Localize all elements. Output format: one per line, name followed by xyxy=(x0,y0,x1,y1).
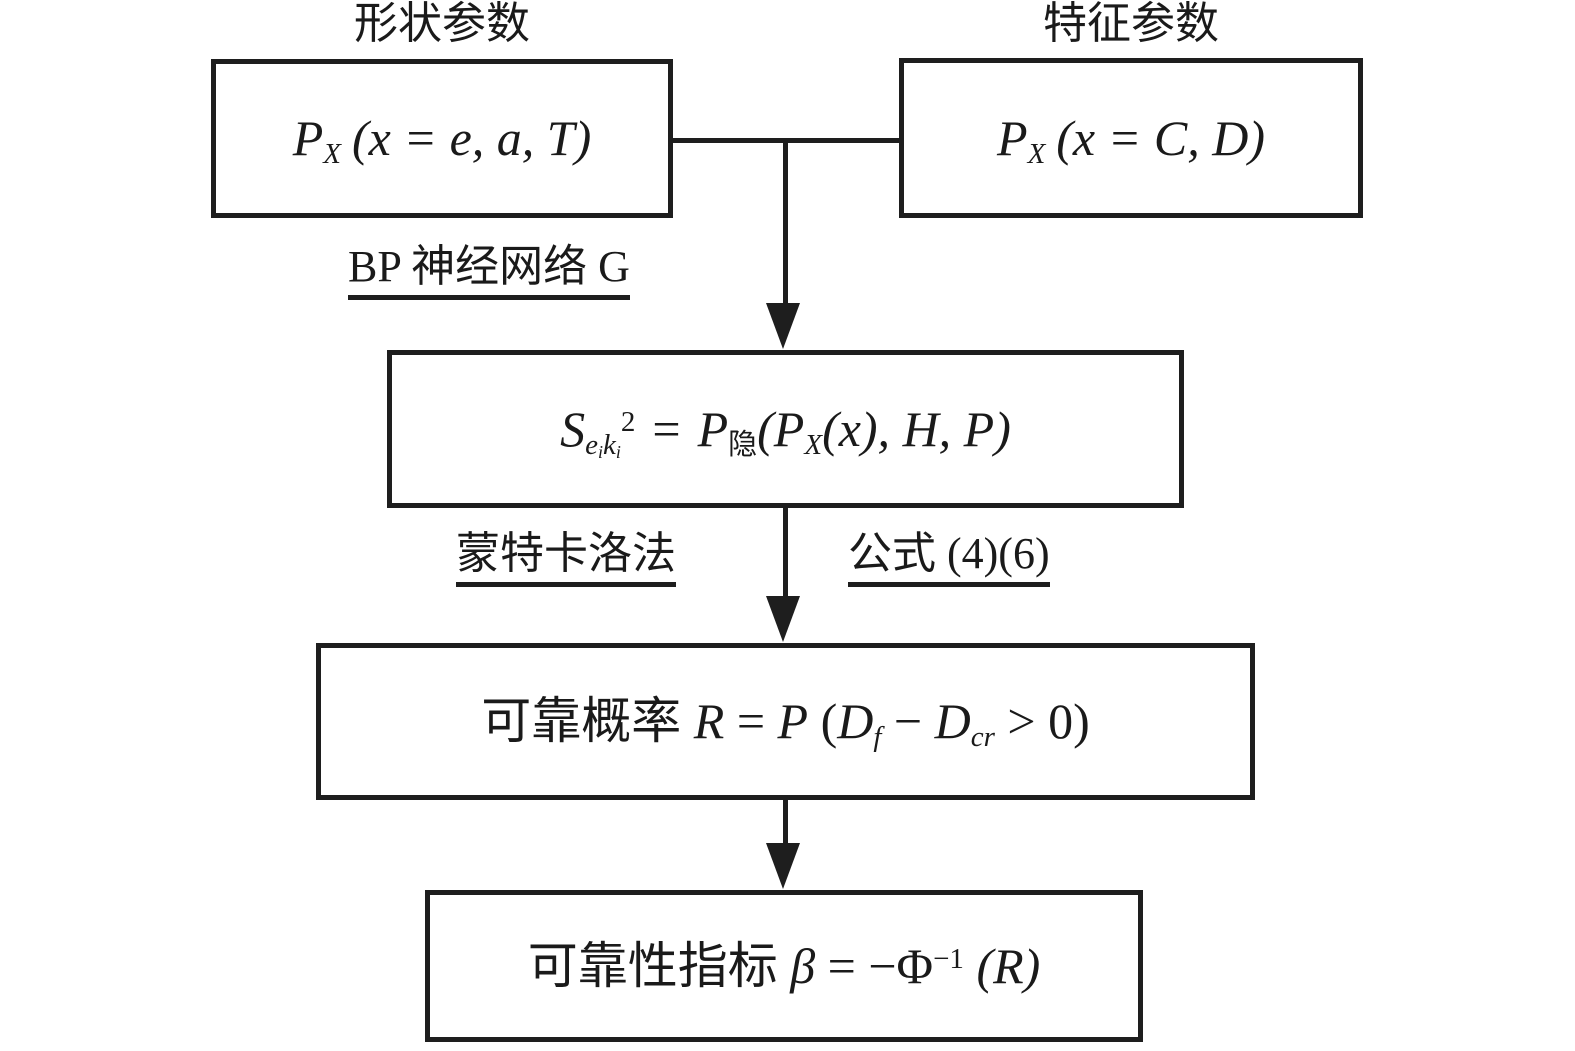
feature-params-box: PX (x = C, D) xyxy=(899,58,1363,218)
arrowhead-to-variance-box xyxy=(766,303,800,349)
variance-formula-close-paren: ) xyxy=(994,400,1011,457)
edge-label-bp-network-text: BP 神经网络 G xyxy=(348,242,630,291)
reliability-probability-eq: = xyxy=(724,693,778,749)
edge-label-bp-network: BP 神经网络 G xyxy=(348,245,630,300)
reliability-probability-dcr-sub: cr xyxy=(970,721,995,754)
variance-formula: Seiki2=P隐(PX(x), H, P) xyxy=(560,400,1011,461)
reliability-index-exponent: −1 xyxy=(933,942,964,975)
reliability-probability-minus: − xyxy=(881,693,935,749)
variance-formula-p2: P xyxy=(963,400,995,457)
vertical-connector-to-variance-box xyxy=(783,138,788,305)
feature-params-formula-p: P xyxy=(997,109,1028,166)
shape-params-caption: 形状参数 xyxy=(354,0,530,48)
variance-formula-sub-i2: i xyxy=(615,441,621,462)
feature-params-caption: 特征参数 xyxy=(1043,0,1219,48)
variance-formula-sub-k: k xyxy=(603,428,616,461)
feature-params-formula-body: (x = C, D) xyxy=(1056,109,1265,166)
variance-formula-eq: = xyxy=(652,400,681,457)
reliability-index-arg: (R) xyxy=(963,937,1041,994)
reliability-index-eq: = xyxy=(815,937,869,994)
shape-params-formula-body: (x = e, a, T) xyxy=(352,110,592,166)
variance-formula-comma: , xyxy=(938,400,964,457)
shape-params-formula: PX (x = e, a, T) xyxy=(292,110,592,169)
variance-formula-s: S xyxy=(560,400,586,457)
edge-label-formula-ref-text: 公式 (4)(6) xyxy=(848,529,1050,578)
variance-formula-px-sub: X xyxy=(804,428,823,461)
arrowhead-to-index-box xyxy=(766,843,800,889)
reliability-probability-open-paren: ( xyxy=(808,693,838,749)
reliability-index-neg-phi: −Φ xyxy=(868,937,934,994)
feature-params-formula-sub: X xyxy=(1027,137,1046,170)
reliability-probability-tail: > 0) xyxy=(994,693,1090,749)
reliability-index-label: 可靠性指标 xyxy=(527,937,791,994)
reliability-probability-r: R xyxy=(693,693,725,749)
reliability-probability-p: P xyxy=(777,693,809,749)
vertical-connector-to-reliability-box xyxy=(783,508,788,598)
reliability-probability-dcr: D xyxy=(934,693,971,749)
variance-formula-sup-2: 2 xyxy=(620,405,636,438)
variance-formula-rhs-p-sub: 隐 xyxy=(728,428,758,461)
reliability-probability-df-sub: f xyxy=(873,721,882,754)
edge-label-monte-carlo-text: 蒙特卡洛法 xyxy=(456,529,676,578)
shape-params-formula-sub: X xyxy=(323,138,342,171)
shape-params-formula-p: P xyxy=(292,110,324,166)
reliability-index-formula: 可靠性指标 β = −Φ−1 (R) xyxy=(527,937,1041,994)
reliability-probability-formula: 可靠概率 R = P (Df − Dcr > 0) xyxy=(481,693,1090,752)
arrowhead-to-reliability-box xyxy=(766,596,800,642)
variance-formula-sub-i1: i xyxy=(598,441,603,462)
variance-formula-rhs-p: P xyxy=(697,400,729,457)
variance-formula-x-arg: (x), xyxy=(822,400,903,457)
reliability-probability-box: 可靠概率 R = P (Df − Dcr > 0) xyxy=(316,643,1255,800)
edge-label-monte-carlo: 蒙特卡洛法 xyxy=(456,532,676,587)
shape-params-box: PX (x = e, a, T) xyxy=(211,59,673,218)
reliability-index-beta: β xyxy=(790,937,816,994)
feature-params-formula: PX (x = C, D) xyxy=(997,109,1265,168)
variance-formula-box: Seiki2=P隐(PX(x), H, P) xyxy=(387,350,1184,508)
variance-formula-px: P xyxy=(773,400,805,457)
variance-formula-h: H xyxy=(902,400,939,457)
variance-formula-sub-e: e xyxy=(585,428,598,461)
reliability-probability-df: D xyxy=(837,693,874,749)
variance-formula-open-paren: ( xyxy=(757,400,774,457)
reliability-probability-label: 可靠概率 xyxy=(481,693,694,749)
vertical-connector-to-index-box xyxy=(783,800,788,847)
reliability-index-box: 可靠性指标 β = −Φ−1 (R) xyxy=(425,890,1143,1042)
edge-label-formula-ref: 公式 (4)(6) xyxy=(848,532,1050,587)
